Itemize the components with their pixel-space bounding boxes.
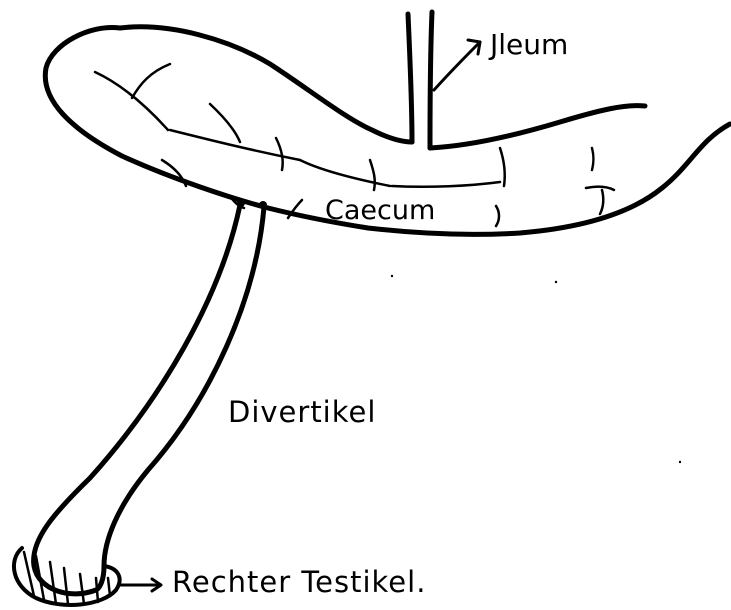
fold-mark <box>300 160 390 186</box>
ileum-arrow-line <box>434 42 480 90</box>
ileum-tube-left <box>408 14 412 142</box>
speck <box>679 461 681 463</box>
label-caecum: Caecum <box>325 197 435 224</box>
label-ileum: Jleum <box>490 31 568 59</box>
label-testikel: Rechter Testikel. <box>172 568 426 597</box>
attachment-dot <box>259 201 267 209</box>
ileum-tube-right <box>430 12 432 148</box>
speck <box>555 281 557 283</box>
divertikel-left-edge <box>34 205 240 594</box>
fold-mark <box>500 148 505 186</box>
colon-top-edge <box>430 106 645 148</box>
fold-mark <box>132 64 170 98</box>
fold-mark <box>592 148 594 170</box>
fold-mark <box>392 182 500 187</box>
fold-mark <box>370 160 375 190</box>
fold-mark <box>600 190 603 214</box>
fold-mark <box>496 206 499 226</box>
fold-mark <box>210 104 240 142</box>
speck <box>391 275 393 277</box>
attachment-dot <box>237 199 245 207</box>
label-divertikel: Divertikel <box>228 398 376 427</box>
fold-mark <box>586 187 614 190</box>
fold-mark <box>95 72 168 130</box>
